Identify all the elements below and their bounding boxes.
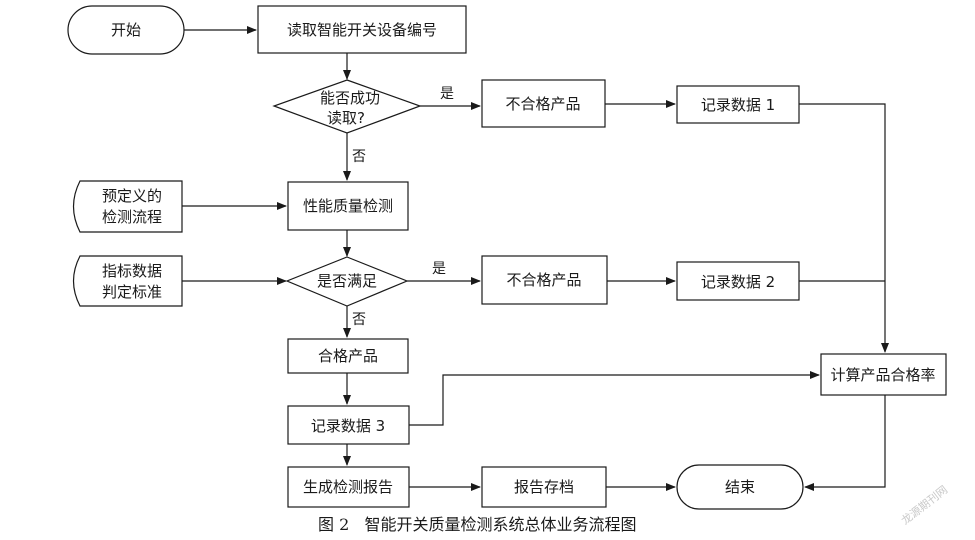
node-satisfy-label: 是否满足 [317,272,377,290]
node-record-3: 记录数据 3 [287,405,410,445]
node-can-read-line2: 读取? [327,109,365,127]
node-end: 结束 [676,464,804,510]
node-record-3-label: 记录数据 3 [311,417,385,435]
node-read-id: 读取智能开关设备编号 [257,5,467,54]
node-can-read-line1: 能否成功 [320,89,380,107]
node-report: 生成检测报告 [287,466,410,508]
node-predefined-process: 预定义的 检测流程 [72,180,183,233]
node-pass-rate: 计算产品合格率 [820,353,947,396]
node-record-2: 记录数据 2 [676,261,800,301]
node-standard-line1: 指标数据 [102,262,162,280]
edge-rec3-rate [409,371,820,426]
node-quality-test: 性能质量检测 [287,181,409,231]
edge-rate-end [804,395,886,491]
node-can-read-decision: 能否成功 读取? [272,79,422,134]
node-archive: 报告存档 [481,466,607,508]
node-satisfy-decision: 是否满足 [285,256,409,307]
node-qualified: 合格产品 [287,338,409,374]
node-report-label: 生成检测报告 [303,478,393,496]
node-quality-test-label: 性能质量检测 [303,197,393,215]
edge-label-no1: 否 [352,149,366,165]
figure-caption: 图 2 智能开关质量检测系统总体业务流程图 [318,515,637,534]
node-record-1: 记录数据 1 [676,85,800,124]
node-standard-data: 指标数据 判定标准 [72,255,183,307]
node-unqualified-2: 不合格产品 [481,255,608,305]
node-predefined-line1: 预定义的 [102,187,162,205]
node-start-label: 开始 [111,21,141,39]
edge-label-no2: 否 [352,312,366,328]
node-qualified-label: 合格产品 [318,347,378,365]
node-record-1-label: 记录数据 1 [701,96,775,114]
edges [182,26,889,491]
node-read-id-label: 读取智能开关设备编号 [287,21,437,39]
node-record-2-label: 记录数据 2 [701,273,775,291]
node-standard-line2: 判定标准 [102,283,162,301]
node-unqualified-1-label: 不合格产品 [505,95,580,113]
node-archive-label: 报告存档 [514,478,574,496]
node-start: 开始 [67,5,185,55]
edge-label-yes1: 是 [440,86,454,102]
node-unqualified-1: 不合格产品 [481,79,606,128]
watermark: 龙源期刊网 [898,482,950,527]
node-unqualified-2-label: 不合格产品 [506,271,581,289]
node-predefined-line2: 检测流程 [102,208,162,226]
edge-rec1-rate [799,103,889,353]
edge-label-yes2: 是 [432,261,446,277]
node-pass-rate-label: 计算产品合格率 [830,366,935,384]
node-end-label: 结束 [725,478,755,496]
